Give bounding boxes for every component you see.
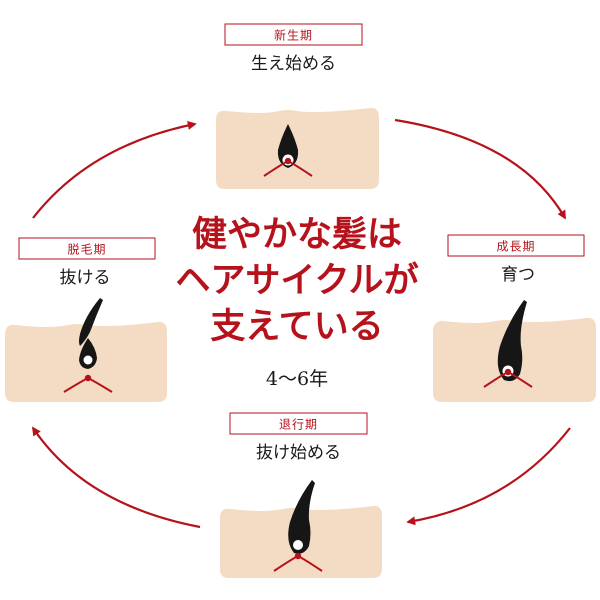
papilla-base-line bbox=[273, 554, 323, 572]
headline-line-2: ヘアサイクルが bbox=[175, 260, 418, 301]
papilla-base-line bbox=[263, 159, 313, 177]
stage-description: 抜け始める bbox=[256, 443, 341, 463]
hair-shaft-icon bbox=[79, 298, 103, 346]
stage-description: 育つ bbox=[501, 265, 535, 285]
headline-line-1: 健やかな髪は bbox=[192, 214, 402, 255]
stage-label-box bbox=[447, 234, 585, 257]
stage-telogen: 脱毛期 抜ける bbox=[5, 237, 167, 402]
cycle-arrow-top-right bbox=[394, 118, 566, 220]
hair-follicle-icon bbox=[288, 480, 315, 554]
stage-label: 退行期 bbox=[279, 418, 318, 432]
hair-follicle-icon bbox=[497, 300, 527, 382]
stage-description: 抜ける bbox=[60, 268, 111, 288]
cycle-arrow-bottom-left bbox=[31, 426, 201, 529]
stage-description: 生え始める bbox=[251, 54, 336, 74]
stage-label-box bbox=[229, 412, 368, 435]
hair-follicle-icon bbox=[277, 124, 299, 168]
papilla-base-line bbox=[483, 370, 533, 388]
hair-club-icon bbox=[79, 338, 97, 369]
hair-bulb bbox=[293, 540, 303, 550]
cycle-arrow-top-left bbox=[32, 121, 197, 219]
stage-anagen-start: 新生期 生え始める bbox=[216, 23, 379, 189]
stage-label: 脱毛期 bbox=[67, 242, 106, 257]
hair-bulb bbox=[83, 355, 93, 365]
papilla-base-line bbox=[63, 376, 113, 393]
stage-label: 新生期 bbox=[274, 28, 313, 43]
center-message: 健やかな髪は ヘアサイクルが 支えている 4〜6年 bbox=[175, 214, 418, 390]
headline-line-3: 支えている bbox=[210, 306, 383, 347]
stage-catagen: 退行期 抜け始める bbox=[220, 412, 382, 578]
stage-label-box bbox=[18, 237, 156, 260]
cycle-arrow-bottom-right bbox=[406, 427, 571, 526]
stage-label: 成長期 bbox=[496, 240, 535, 254]
stage-anagen-growth: 成長期 育つ bbox=[433, 234, 596, 402]
cycle-duration: 4〜6年 bbox=[266, 368, 328, 390]
stage-label-box bbox=[224, 23, 363, 46]
